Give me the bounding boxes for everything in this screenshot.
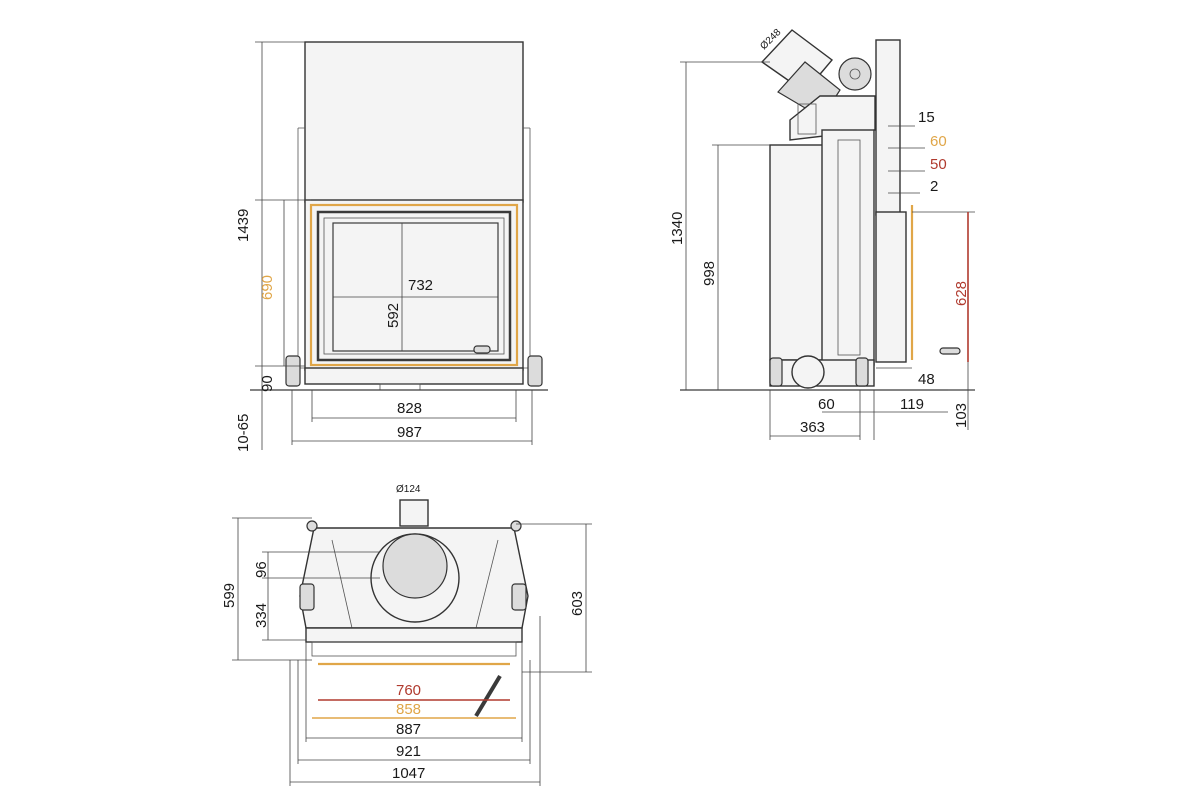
top-door-band	[305, 627, 523, 643]
side-air-inlet	[791, 355, 825, 389]
top-flue-opening	[382, 533, 448, 599]
front-glass	[332, 222, 499, 352]
top-hinge-left	[299, 583, 315, 611]
side-total-height-label: 1340	[669, 212, 686, 245]
side-d103-label: 103	[953, 403, 970, 428]
top-lug-tl	[306, 520, 318, 532]
top-inner-left	[331, 539, 353, 629]
side-fan-hub	[849, 68, 861, 80]
front-door-frame	[316, 210, 512, 362]
side-d2-label: 2	[930, 178, 938, 195]
top-d96-label: 96	[253, 561, 270, 578]
side-view: Ø248 1340 998 15 60 50	[669, 27, 975, 440]
front-body	[304, 199, 524, 371]
side-upper-slot	[797, 103, 817, 135]
side-upper-structure	[789, 95, 876, 141]
front-foot-left	[285, 355, 301, 387]
front-total-height-label: 1439	[235, 209, 252, 242]
side-d119-label: 119	[900, 396, 924, 413]
front-hood	[304, 41, 524, 203]
top-w760-label: 760	[396, 682, 421, 699]
side-d48-label: 48	[918, 371, 935, 388]
front-glass-frame-gold	[309, 203, 519, 367]
side-door-profile	[875, 211, 907, 363]
top-door-strip	[311, 641, 517, 657]
side-main-body	[769, 144, 831, 361]
side-d628-label: 628	[953, 281, 970, 306]
top-handle	[474, 674, 502, 718]
top-depth-right-label: 603	[569, 591, 586, 616]
side-d60-gold-label: 60	[930, 133, 947, 150]
front-base-slot	[379, 383, 421, 391]
front-foot-right	[527, 355, 543, 387]
front-glass-width-label: 732	[408, 277, 433, 294]
top-flue	[399, 499, 429, 527]
front-door-inner	[323, 217, 505, 355]
side-fan	[838, 57, 872, 91]
side-depth-label: 363	[800, 419, 825, 436]
top-hinge-right	[511, 583, 527, 611]
side-door-handle	[939, 347, 961, 355]
side-d50-red-label: 50	[930, 156, 947, 173]
front-glass-height-label: 690	[259, 275, 276, 300]
front-door-handle	[473, 345, 491, 354]
side-rear-body	[821, 129, 875, 366]
front-inner-width-label: 828	[397, 400, 422, 417]
front-opening-height-label: 592	[385, 303, 402, 328]
top-flue-diameter-label: Ø124	[396, 484, 421, 495]
front-base	[304, 367, 524, 385]
top-lug-tr	[510, 520, 522, 532]
side-d60-bottom-label: 60	[818, 396, 835, 413]
side-foot-right	[855, 357, 869, 387]
front-right-flange	[523, 127, 531, 369]
front-outer-width-label: 987	[397, 424, 422, 441]
front-feet-label: 10-65	[235, 414, 252, 452]
side-d15-label: 15	[918, 109, 935, 126]
side-rear-rib	[837, 139, 861, 356]
front-view: 732 592 1439 690 90 10-65 828 987	[235, 41, 548, 452]
front-left-flange	[297, 127, 305, 369]
top-w921-label: 921	[396, 743, 421, 760]
side-mid-height-label: 998	[701, 261, 718, 286]
side-back-plate	[875, 39, 901, 216]
top-w858-label: 858	[396, 701, 421, 718]
front-base-height-label: 90	[259, 375, 276, 392]
top-inner-right	[475, 539, 499, 629]
top-depth-left-label: 599	[221, 583, 238, 608]
top-d334-label: 334	[253, 603, 270, 628]
side-foot-left	[769, 357, 783, 387]
top-w887-label: 887	[396, 721, 421, 738]
top-view: Ø124 599 96 334 603 76	[221, 484, 592, 786]
top-w1047-label: 1047	[392, 765, 425, 782]
